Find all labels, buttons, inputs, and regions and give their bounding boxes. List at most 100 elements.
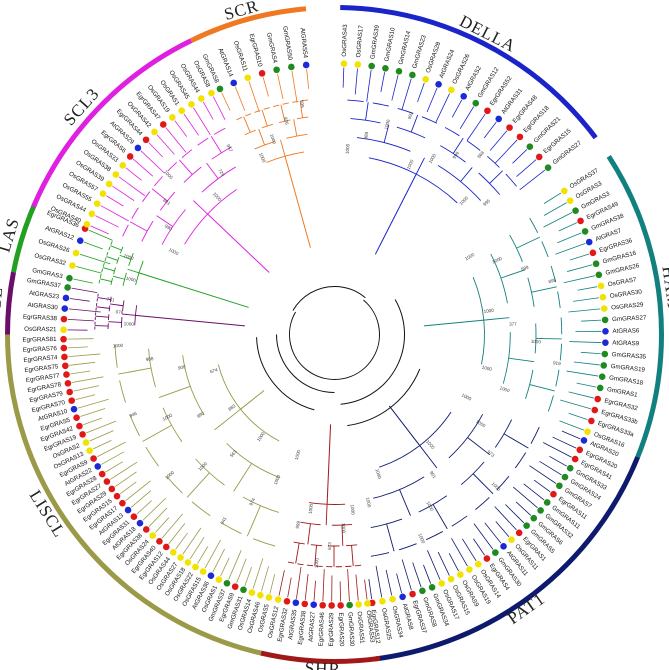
leaf-branch xyxy=(212,548,225,573)
leaf-branch xyxy=(366,69,372,102)
clade-branch-arc xyxy=(373,476,425,499)
species-dot xyxy=(151,128,158,136)
leaf-branch xyxy=(354,68,358,95)
clade-branch-arc xyxy=(368,157,458,204)
species-dot xyxy=(550,490,557,498)
species-dot xyxy=(600,305,608,312)
clade-branch xyxy=(295,542,300,564)
leaf-branch xyxy=(100,205,129,222)
clade-branch-arc xyxy=(162,407,183,443)
clade-branch-arc xyxy=(167,162,178,172)
species-dot xyxy=(584,428,591,435)
clade-branch xyxy=(386,523,395,552)
leaf-branch xyxy=(75,394,96,401)
species-dot xyxy=(98,470,106,478)
species-dot xyxy=(346,601,353,609)
clade-branch-arc xyxy=(475,497,490,510)
species-dot xyxy=(591,406,599,414)
species-dot xyxy=(199,568,207,575)
clade-branch xyxy=(261,109,268,127)
clade-branch-arc xyxy=(113,267,116,275)
species-dot xyxy=(561,187,568,195)
clade-branch-arc xyxy=(97,293,99,297)
clade-branch xyxy=(179,159,193,175)
clade-branch-arc xyxy=(287,561,295,564)
species-dot xyxy=(581,228,589,235)
bootstrap-value: 1000 xyxy=(531,339,542,344)
species-dot xyxy=(395,67,403,75)
species-dot xyxy=(601,316,609,324)
bootstrap-value: 1000 xyxy=(425,439,436,450)
species-dot xyxy=(319,601,326,609)
leaf-branch xyxy=(555,243,586,255)
leaf-label: OsGRAS30 xyxy=(609,288,643,299)
leaf-branch xyxy=(568,391,594,399)
species-dot xyxy=(178,107,186,114)
leaf-branch xyxy=(165,127,187,153)
species-dot xyxy=(274,596,282,603)
clade-branch xyxy=(508,357,535,363)
species-dot xyxy=(438,580,445,587)
species-dot xyxy=(103,478,111,485)
leaf-branch xyxy=(80,408,106,417)
clade-branch xyxy=(112,275,125,280)
leaf-branch xyxy=(494,506,517,531)
clade-stem xyxy=(138,272,249,308)
leaf-label: AtGRAS23 xyxy=(29,290,60,301)
species-dot xyxy=(192,563,199,571)
leaf-branch xyxy=(568,412,588,421)
clade-branch-arc xyxy=(560,317,563,335)
clade-branch xyxy=(299,100,304,118)
leaf-branch xyxy=(495,139,518,164)
leaf-label: GmGRAS18 xyxy=(609,374,645,386)
clade-branch xyxy=(99,278,112,282)
bootstrap-value: 1000 xyxy=(164,470,175,481)
species-dot xyxy=(142,136,150,144)
leaf-branch xyxy=(76,266,102,274)
bootstrap-value: 973 xyxy=(486,449,495,458)
species-dot xyxy=(526,143,534,150)
tree-branches xyxy=(67,67,602,602)
leaf-branch xyxy=(130,490,152,508)
species-dot xyxy=(230,79,238,87)
clade-arcs xyxy=(5,5,664,665)
leaf-label: OsGRAS25 xyxy=(380,608,393,642)
species-dot xyxy=(258,70,266,77)
species-dot xyxy=(184,559,192,566)
species-dot xyxy=(292,599,300,607)
bootstrap-value: 1000 xyxy=(308,503,314,514)
leaf-branch xyxy=(505,504,525,524)
clade-label-shr: SHR xyxy=(304,659,341,670)
species-dot xyxy=(328,602,335,609)
species-dot xyxy=(600,362,608,369)
clade-arc-scl3 xyxy=(31,38,193,208)
species-dot xyxy=(556,482,563,490)
species-dot xyxy=(169,114,176,121)
clade-branch-arc xyxy=(372,102,389,107)
leaf-branch xyxy=(401,559,412,591)
leaf-branch xyxy=(234,86,246,111)
clade-branch-arc xyxy=(134,305,138,326)
leaf-label: GmGRAS30 xyxy=(346,612,355,647)
clade-branch xyxy=(516,236,541,249)
species-dot xyxy=(244,74,252,82)
leaf-branch xyxy=(577,286,598,291)
leaf-branch xyxy=(106,195,124,207)
bootstrap-value: 999 xyxy=(520,265,529,272)
clade-branch xyxy=(307,523,311,545)
bootstrap-value: 674 xyxy=(209,367,218,374)
leaf-label: EgrGRAS10 xyxy=(248,33,264,68)
leaf-label: AtGRAS54 xyxy=(299,28,309,59)
species-dot xyxy=(500,543,507,550)
clade-branch-arc xyxy=(487,155,500,168)
clade-branch-arc xyxy=(514,452,527,469)
leaf-branch xyxy=(148,142,164,158)
clade-branch-arc xyxy=(370,552,390,557)
species-dot xyxy=(302,61,310,69)
clade-branch-arc xyxy=(379,411,452,468)
clade-branch-arc xyxy=(296,116,309,120)
leaf-branch xyxy=(291,70,298,103)
bootstrap-value: 898 xyxy=(548,277,557,284)
bootstrap-value: 974 xyxy=(248,497,256,506)
